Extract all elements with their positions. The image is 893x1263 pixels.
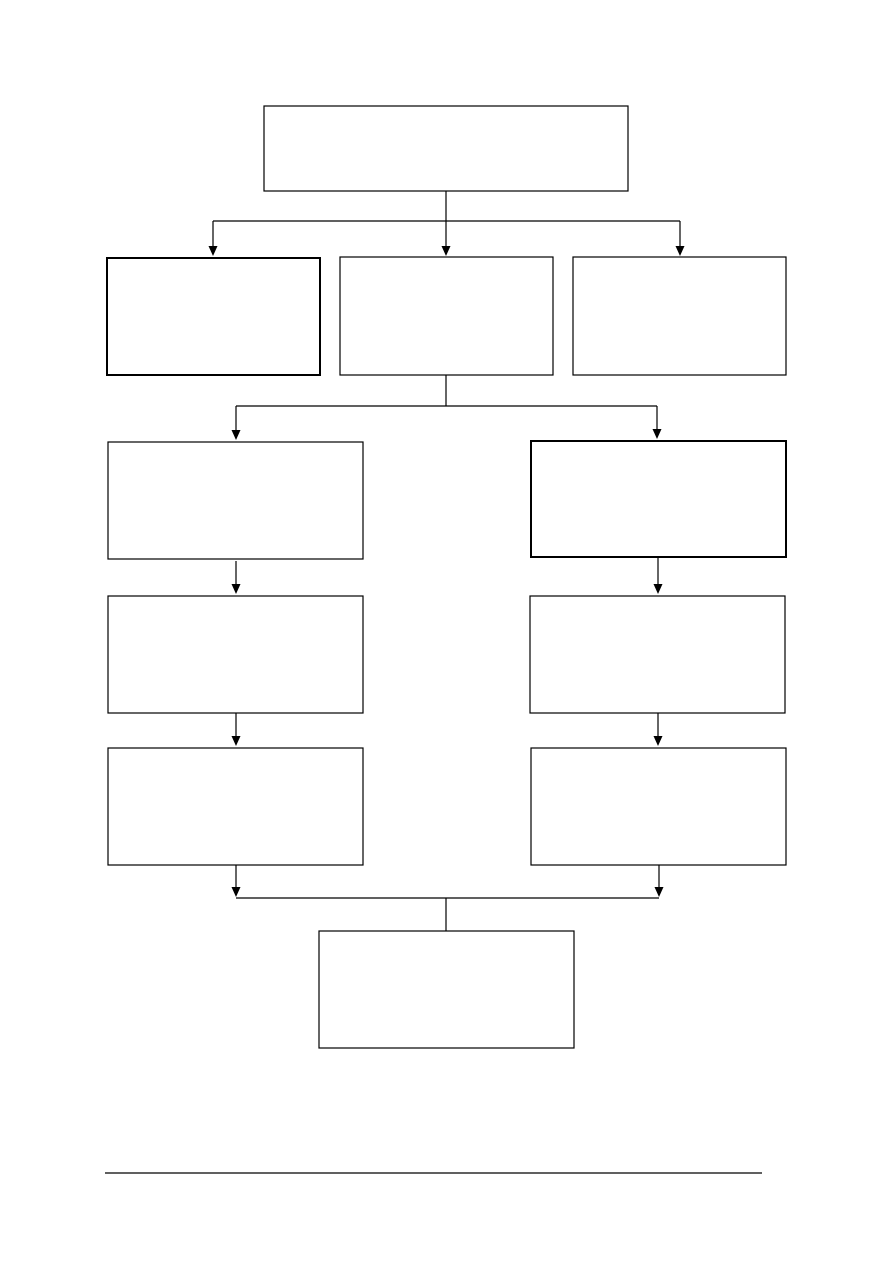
node-right-step-1 bbox=[530, 440, 787, 558]
arrowhead-level2-right bbox=[675, 246, 685, 256]
arrowhead-left-step-2 bbox=[231, 584, 241, 594]
edge-merge-to-bottom bbox=[231, 865, 664, 931]
arrowhead-level2-left bbox=[208, 246, 218, 256]
arrowhead-left-step-3 bbox=[231, 736, 241, 746]
node-level2-right bbox=[572, 256, 787, 376]
edge-left-column bbox=[231, 561, 241, 746]
node-right-step-2-box bbox=[529, 595, 786, 714]
node-left-step-1-box bbox=[107, 441, 364, 560]
node-top-box bbox=[263, 105, 629, 192]
node-top bbox=[263, 105, 629, 192]
node-level2-center-box bbox=[339, 256, 554, 376]
edge-center-to-branches bbox=[231, 375, 662, 440]
node-right-step-3 bbox=[530, 747, 787, 866]
arrowhead-right-step-2 bbox=[653, 584, 663, 594]
node-level2-center bbox=[339, 256, 554, 376]
edge-top-to-level2 bbox=[208, 191, 685, 256]
node-left-step-1 bbox=[107, 441, 364, 560]
arrowhead-left-step-1 bbox=[231, 430, 241, 440]
arrowhead-level2-center bbox=[441, 246, 451, 256]
arrowhead-right-merge bbox=[654, 887, 664, 897]
node-level2-right-box bbox=[572, 256, 787, 376]
arrowhead-right-step-1 bbox=[652, 429, 662, 439]
arrowhead-left-merge bbox=[231, 887, 241, 897]
node-right-step-1-box bbox=[530, 440, 787, 558]
node-left-step-3-box bbox=[107, 747, 364, 866]
node-bottom bbox=[318, 930, 575, 1049]
edge-right-column bbox=[653, 557, 663, 746]
node-right-step-3-box bbox=[530, 747, 787, 866]
node-bottom-box bbox=[318, 930, 575, 1049]
node-level2-left-box bbox=[106, 257, 321, 376]
arrowhead-right-step-3 bbox=[653, 736, 663, 746]
node-left-step-2 bbox=[107, 595, 364, 714]
node-right-step-2 bbox=[529, 595, 786, 714]
node-left-step-2-box bbox=[107, 595, 364, 714]
node-left-step-3 bbox=[107, 747, 364, 866]
node-level2-left bbox=[106, 257, 321, 376]
